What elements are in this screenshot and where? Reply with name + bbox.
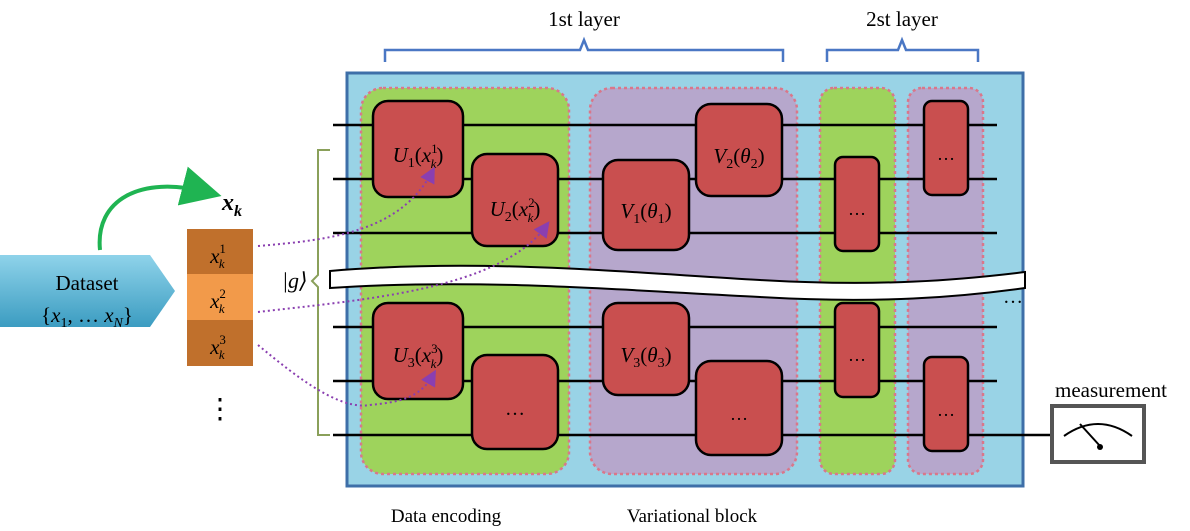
second-layer-brace — [825, 36, 980, 62]
gate-u3-idx: 3 — [408, 356, 415, 371]
svg-text:…: … — [937, 144, 955, 164]
gate-v3: V3(θ3) — [601, 301, 691, 397]
sample-cell-2 — [187, 274, 253, 320]
ground-state-label: |g⟩ — [282, 268, 308, 293]
gate-v3-name: V — [620, 343, 635, 367]
svg-text:U3(x3k): U3(x3k) — [393, 341, 444, 371]
gate-u2-name: U — [490, 197, 507, 221]
gate-v3-idx: 3 — [633, 356, 640, 371]
gate-v3-theta: θ — [647, 343, 657, 367]
second-layer-label: 2st layer — [866, 7, 938, 31]
svg-text:U2(x2k): U2(x2k) — [490, 195, 541, 225]
gate-v1-name: V — [620, 199, 635, 223]
gate-v3-theta-idx: 3 — [658, 356, 665, 371]
second-layer-encoding-block — [818, 86, 897, 476]
gate-v2-name: V — [713, 144, 728, 168]
gate-u3-arg-sup: 3 — [431, 341, 438, 356]
gate-layer2-a: … — [833, 155, 881, 253]
data-encoding-label: Data encoding — [391, 506, 502, 527]
gate-variational-ellipsis: … — [694, 359, 784, 457]
gate-u2-arg: x — [518, 197, 529, 221]
gate-u1-arg: x — [421, 143, 432, 167]
svg-text:…: … — [848, 345, 866, 365]
sample-cell-1 — [187, 229, 253, 274]
gate-u3-name: U — [393, 343, 410, 367]
circuit-continuation-ellipsis: … — [1003, 286, 1023, 308]
gate-v2-theta-idx: 2 — [751, 157, 758, 172]
measurement-label: measurement — [1055, 378, 1167, 402]
gate-layer2-b: … — [922, 99, 970, 197]
gate-v1-theta-idx: 1 — [658, 212, 665, 227]
variational-block-label: Variational block — [627, 506, 758, 527]
break-band — [329, 264, 1026, 301]
gate-v1-idx: 1 — [633, 212, 640, 227]
dataset-title: Dataset — [56, 271, 119, 295]
gate-variational-ellipsis-text: … — [730, 404, 748, 424]
gate-layer2-d: … — [922, 355, 970, 453]
svg-text:V3(θ3): V3(θ3) — [620, 343, 671, 371]
sample-label: xk — [221, 190, 242, 220]
svg-text:…: … — [937, 400, 955, 420]
gate-u3-arg-sub: k — [431, 356, 437, 371]
svg-text:U1(x1k): U1(x1k) — [393, 141, 444, 171]
gate-u1-idx: 1 — [408, 156, 415, 171]
svg-text:V2(θ2): V2(θ2) — [713, 144, 764, 172]
gate-u2-arg-sup: 2 — [528, 195, 535, 210]
gate-v2-theta: θ — [740, 144, 750, 168]
measurement-meter-icon — [1050, 404, 1146, 464]
svg-text:V1(θ1): V1(θ1) — [620, 199, 671, 227]
gate-encoding-ellipsis: … — [470, 353, 560, 451]
first-layer-label: 1st layer — [548, 7, 620, 31]
gate-v1: V1(θ1) — [601, 158, 691, 252]
gate-u2-arg-sub: k — [528, 210, 534, 225]
sample-cell-3 — [187, 320, 253, 366]
dataset-formula: {x1, … xN} — [41, 303, 133, 331]
gate-v2-idx: 2 — [726, 157, 733, 172]
svg-text:…: … — [848, 199, 866, 219]
gate-u1-arg-sup: 1 — [431, 141, 438, 156]
gate-v1-theta: θ — [647, 199, 657, 223]
first-layer-brace — [383, 36, 785, 62]
gate-u1-arg-sub: k — [431, 156, 437, 171]
ground-state-brace — [310, 149, 330, 436]
sample-more: ⋮ — [206, 394, 234, 425]
gate-encoding-ellipsis-text: … — [505, 398, 525, 420]
gate-layer2-c: … — [833, 301, 881, 399]
gate-u3-arg: x — [421, 343, 432, 367]
sample-arrow — [97, 166, 222, 251]
gate-u2-idx: 2 — [505, 210, 512, 225]
gate-u1-name: U — [393, 143, 410, 167]
gate-v2: V2(θ2) — [694, 102, 784, 198]
dataset-shape: Dataset {x1, … xN} — [0, 255, 175, 331]
encoding-arrows — [257, 166, 550, 407]
